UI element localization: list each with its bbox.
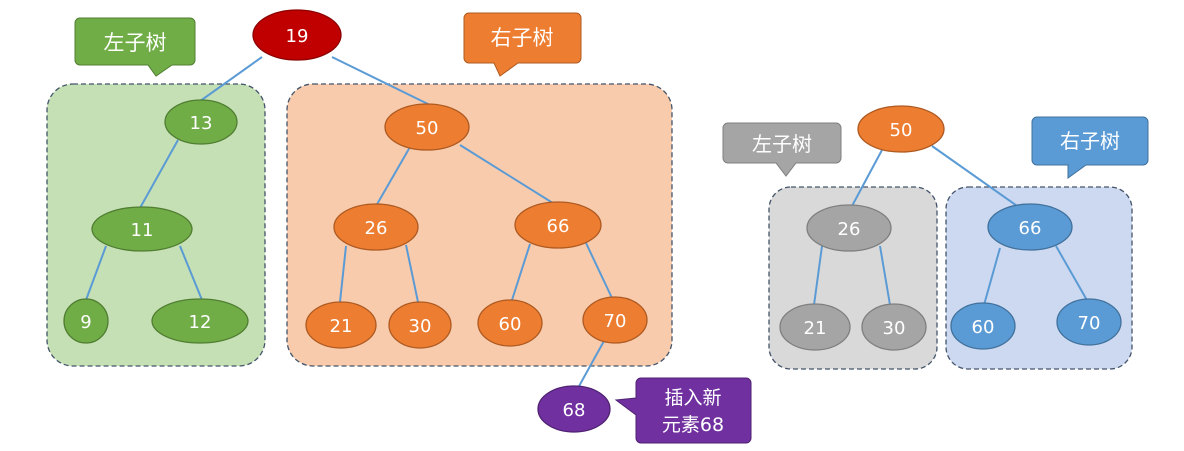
- edge-s66-s60: [983, 247, 1001, 306]
- edge-26-30: [405, 244, 419, 303]
- node-13: 13: [164, 99, 238, 145]
- callout-right-subtree-sub-label: 右子树: [1060, 129, 1120, 153]
- edge-11-9: [85, 245, 107, 301]
- edge-26-21: [339, 245, 347, 303]
- sub-node-66-label: 66: [1019, 218, 1042, 239]
- callout-left-subtree-main-label: 左子树: [104, 31, 167, 55]
- node-21-label: 21: [330, 316, 353, 337]
- sub-node-26-label: 26: [838, 219, 861, 240]
- edge-s26-s21: [813, 245, 823, 306]
- node-26-label: 26: [365, 218, 388, 239]
- sub-node-30-label: 30: [883, 318, 906, 339]
- sub-node-70-label: 70: [1078, 313, 1101, 334]
- node-12-label: 12: [189, 312, 212, 333]
- sub-tree-edges: [813, 145, 1089, 306]
- node-70-label: 70: [604, 311, 627, 332]
- node-50: 50: [384, 103, 470, 151]
- sub-node-70: 70: [1056, 298, 1122, 346]
- node-68-label: 68: [563, 400, 586, 421]
- node-19: 19: [252, 9, 342, 61]
- node-21: 21: [305, 301, 377, 349]
- node-68-inserted: 68: [537, 385, 611, 433]
- sub-node-30: 30: [861, 303, 927, 351]
- callout-right-subtree-main: 右子树: [463, 12, 582, 77]
- node-19-label: 19: [286, 26, 309, 47]
- node-60-label: 60: [499, 314, 522, 335]
- node-9-label: 9: [80, 312, 91, 333]
- sub-node-26: 26: [806, 204, 892, 252]
- node-12: 12: [151, 298, 249, 344]
- node-66-label: 66: [547, 216, 570, 237]
- node-11-label: 11: [131, 220, 154, 241]
- edge-66-70: [585, 242, 613, 299]
- callout-insert-new: 插入新 元素68: [614, 377, 752, 444]
- node-13-label: 13: [190, 113, 213, 134]
- edge-13-11: [139, 139, 179, 209]
- node-50-label: 50: [416, 118, 439, 139]
- node-11: 11: [91, 206, 193, 252]
- node-30-label: 30: [409, 316, 432, 337]
- node-70: 70: [582, 296, 648, 344]
- node-26: 26: [333, 203, 419, 251]
- edge-50-26: [375, 146, 411, 207]
- edge-s66-s70: [1055, 245, 1089, 303]
- edge-66-60: [511, 243, 531, 301]
- node-9: 9: [63, 298, 109, 344]
- sub-node-21: 21: [779, 303, 851, 351]
- callout-insert-line2: 元素68: [662, 414, 724, 436]
- edge-11-12: [179, 245, 203, 301]
- right-subtree-region: [286, 83, 673, 367]
- sub-node-60-label: 60: [972, 317, 995, 338]
- node-66: 66: [514, 201, 602, 249]
- sub-node-21-label: 21: [804, 318, 827, 339]
- callout-right-subtree-main-label: 右子树: [491, 26, 554, 50]
- edge-19-50: [331, 56, 433, 107]
- callout-left-subtree-sub-label: 左子树: [752, 132, 812, 156]
- node-60: 60: [477, 299, 543, 347]
- edge-19-13: [195, 56, 263, 105]
- edge-50-66: [459, 144, 557, 206]
- callout-left-subtree-sub: 左子树: [722, 122, 842, 177]
- edge-70-68: [577, 340, 605, 389]
- sub-node-50-label: 50: [890, 120, 913, 141]
- callout-right-subtree-sub: 右子树: [1031, 116, 1149, 179]
- edge-s26-s30: [879, 245, 891, 306]
- sub-node-50: 50: [857, 105, 945, 153]
- callout-left-subtree-main: 左子树: [74, 17, 196, 77]
- sub-node-60: 60: [950, 302, 1016, 350]
- edge-s50-s26: [851, 149, 883, 207]
- callout-insert-line1: 插入新: [664, 387, 721, 409]
- edge-s50-s66: [931, 145, 1021, 209]
- main-tree-edges: [85, 56, 613, 389]
- node-30: 30: [388, 301, 452, 349]
- sub-node-66: 66: [987, 203, 1073, 251]
